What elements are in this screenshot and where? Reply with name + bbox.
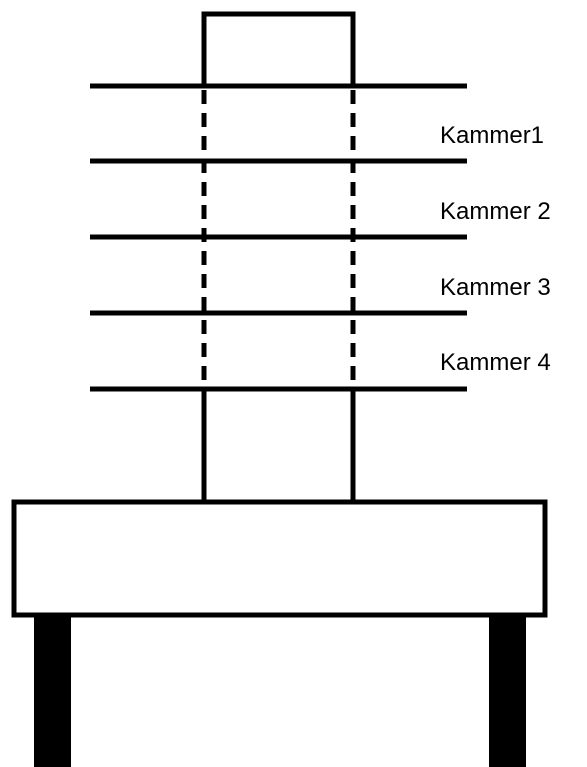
chamber-label-2: Kammer 2 bbox=[440, 198, 551, 225]
tube-top-cap bbox=[201, 11, 356, 86]
chamber-label-3: Kammer 3 bbox=[440, 274, 551, 301]
chamber-label-1: Kammer1 bbox=[440, 122, 544, 149]
leg-left bbox=[34, 617, 71, 767]
chamber-label-4: Kammer 4 bbox=[440, 349, 551, 376]
base-block bbox=[11, 499, 548, 618]
leg-right bbox=[489, 617, 526, 767]
